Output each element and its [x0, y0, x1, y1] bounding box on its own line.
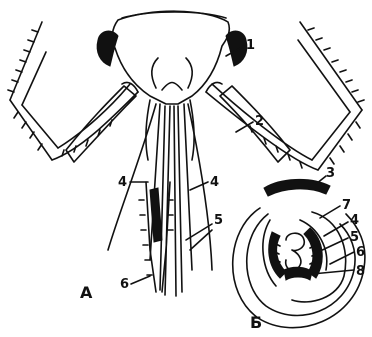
label-b-8: 8 — [356, 264, 365, 279]
label-b-7: 7 — [342, 198, 351, 213]
panel-a-letter: А — [80, 283, 93, 302]
right-eye — [226, 31, 247, 66]
label-a-4-right: 4 — [210, 175, 219, 190]
label-a-1: 1 — [246, 38, 255, 53]
label-b-5: 5 — [350, 230, 359, 245]
label-a-4-left: 4 — [118, 175, 127, 190]
stylet-left — [269, 232, 286, 278]
food-channel — [286, 233, 305, 270]
label-a-2: 2 — [255, 114, 264, 129]
label-a-6: 6 — [120, 277, 129, 292]
label-b-3: 3 — [326, 166, 335, 181]
label-b-4: 4 — [350, 213, 359, 228]
hypopharynx — [284, 267, 312, 280]
labrum-section — [264, 179, 330, 196]
label-b-6: 6 — [356, 245, 365, 260]
proboscis — [108, 100, 212, 296]
label-a-5: 5 — [214, 213, 223, 228]
panel-b-letter: Б — [250, 313, 262, 332]
panel-a-drawing — [8, 11, 364, 296]
